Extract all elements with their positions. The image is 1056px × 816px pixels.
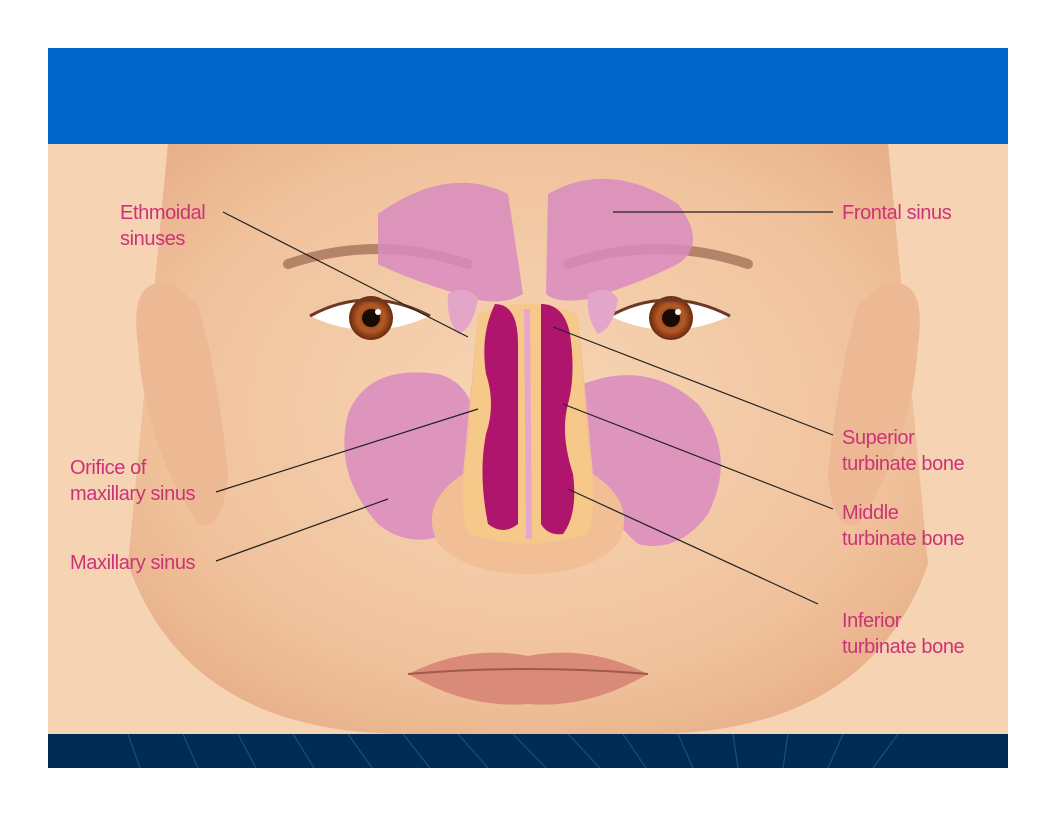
face-illustration [48, 144, 1008, 734]
title-band [48, 48, 1008, 144]
frontal-sinus-left [378, 182, 523, 302]
septum [524, 308, 532, 540]
footer-pattern [127, 734, 899, 768]
footer-band [48, 734, 1008, 768]
right-ear [828, 282, 920, 526]
turbinates-right [541, 304, 575, 535]
label-maxillary-sinus: Maxillary sinus [70, 552, 196, 574]
turbinates-left [482, 304, 518, 530]
sinus-diagram [48, 144, 1008, 734]
ethmoidal-cells-right [587, 290, 618, 334]
lips [408, 652, 648, 705]
left-ear [136, 282, 228, 526]
label-frontal-sinus: Frontal sinus [842, 202, 952, 224]
ethmoidal-cells-left [447, 290, 478, 334]
leader-lines [215, 211, 834, 605]
frontal-sinus-right [546, 178, 693, 301]
